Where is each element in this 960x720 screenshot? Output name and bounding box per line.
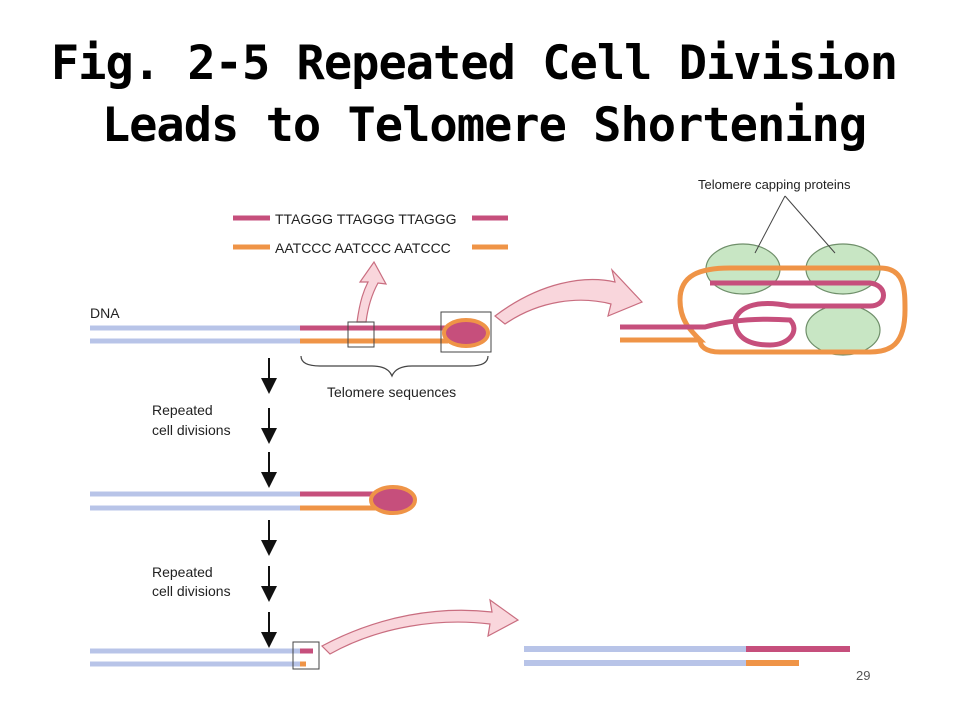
uncapped-chromosome xyxy=(524,646,850,666)
bottom-strand-sequence: AATCCC AATCCC AATCCC xyxy=(275,240,451,256)
zoom-box-sequence xyxy=(347,321,375,348)
title-line-2: Leads to Telomere Shortening xyxy=(101,98,867,153)
shortened-cap-loop xyxy=(369,485,417,515)
repeated-divisions-1-line2: cell divisions xyxy=(152,422,231,438)
zoom-box-short xyxy=(292,641,320,670)
repeated-divisions-1-line1: Repeated xyxy=(152,402,213,418)
t-loop-structure: Telomere capping proteins xyxy=(620,177,908,356)
telomere-brace xyxy=(300,355,489,378)
chromosome-full-telomere xyxy=(90,311,492,353)
zoom-box-cap xyxy=(440,311,492,353)
repeated-divisions-2-line1: Repeated xyxy=(152,564,213,580)
pointer-line-1 xyxy=(754,195,786,254)
capping-protein-3 xyxy=(805,304,881,356)
telomere-cap-loop xyxy=(442,318,490,348)
magenta-strand-loop xyxy=(620,280,886,348)
chromosome-critically-short xyxy=(90,641,320,670)
zoom-arrow-up xyxy=(356,260,388,323)
top-strand-sequence: TTAGGG TTAGGG TTAGGG xyxy=(275,211,457,227)
zoom-arrow-cap xyxy=(494,267,644,325)
pointer-line-2 xyxy=(784,195,836,254)
repeated-divisions-2-line2: cell divisions xyxy=(152,583,231,599)
orange-strand-loop xyxy=(620,265,908,355)
telomere-sequences-label: Telomere sequences xyxy=(327,384,456,400)
page-number: 29 xyxy=(856,668,871,683)
capping-proteins-label: Telomere capping proteins xyxy=(698,177,851,192)
dna-label: DNA xyxy=(90,305,120,321)
zoom-arrow-uncapped xyxy=(321,598,520,655)
chromosome-shortened-telomere xyxy=(90,485,417,515)
title-line-1: Fig. 2-5 Repeated Cell Division xyxy=(50,36,898,91)
